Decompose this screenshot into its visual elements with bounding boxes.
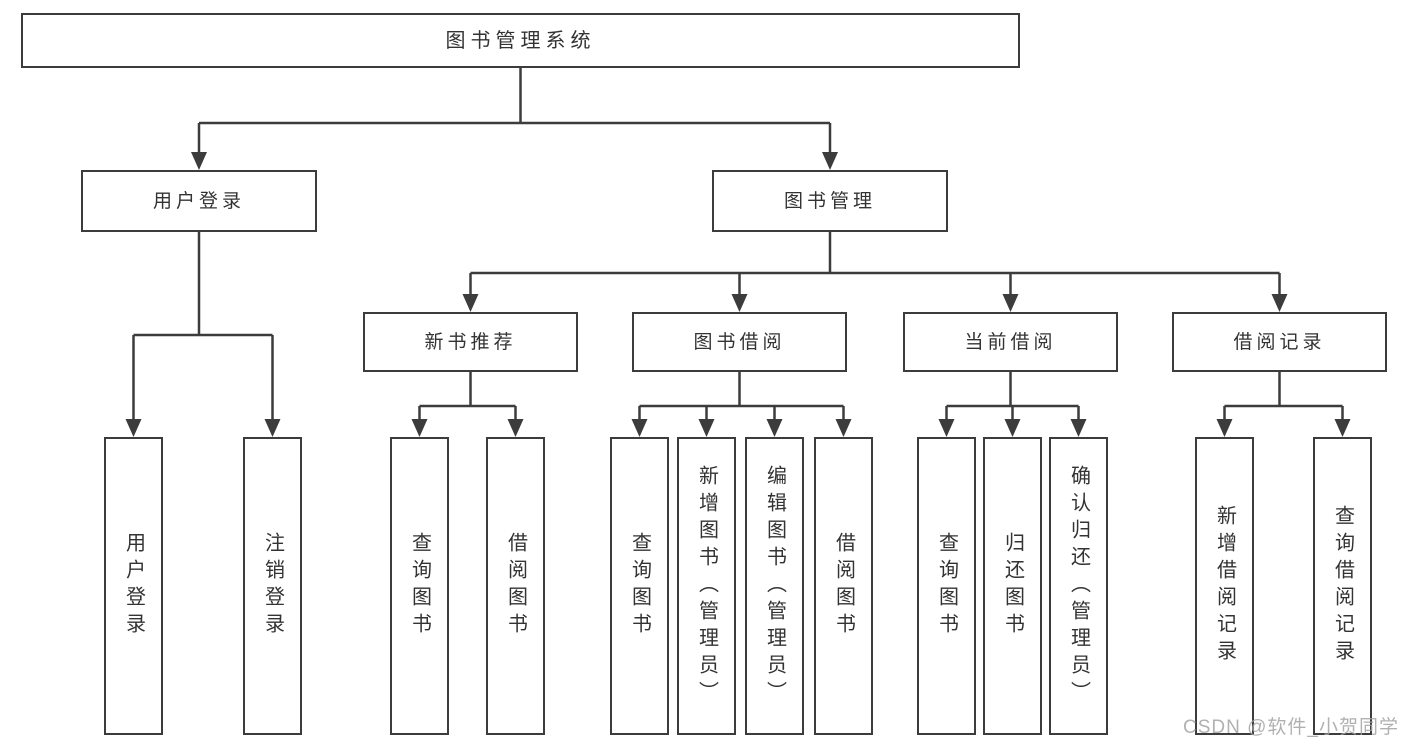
leaf-borrow-books-2: 借阅图书 [814,437,873,735]
node-library-management-system: 图书管理系统 [21,13,1020,68]
leaf-add-borrow-record: 新增借阅记录 [1195,437,1254,735]
leaf-borrow-books-1: 借阅图书 [486,437,545,735]
leaf-add-books-admin: 新增图书（管理员） [677,437,736,735]
leaf-user-login: 用户登录 [104,437,163,735]
leaf-confirm-return-admin: 确认归还（管理员） [1049,437,1108,735]
node-new-book-recommendation: 新书推荐 [363,312,578,372]
watermark: CSDN @软件_小贺同学 [1183,717,1399,738]
leaf-query-borrow-record: 查询借阅记录 [1313,437,1372,735]
leaf-edit-books-admin: 编辑图书（管理员） [745,437,804,735]
arrowheads [125,152,1351,437]
node-book-borrowing: 图书借阅 [632,312,847,372]
leaf-query-books-3: 查询图书 [917,437,976,735]
node-current-borrowing: 当前借阅 [903,312,1118,372]
leaf-query-books-2: 查询图书 [610,437,669,735]
tree-edges [132,68,1344,424]
node-user-login-branch: 用户登录 [81,170,317,232]
leaf-return-books: 归还图书 [983,437,1042,735]
leaf-logout: 注销登录 [243,437,302,735]
leaf-query-books-1: 查询图书 [390,437,449,735]
node-borrowing-records: 借阅记录 [1172,312,1387,372]
node-book-management-branch: 图书管理 [712,170,948,232]
